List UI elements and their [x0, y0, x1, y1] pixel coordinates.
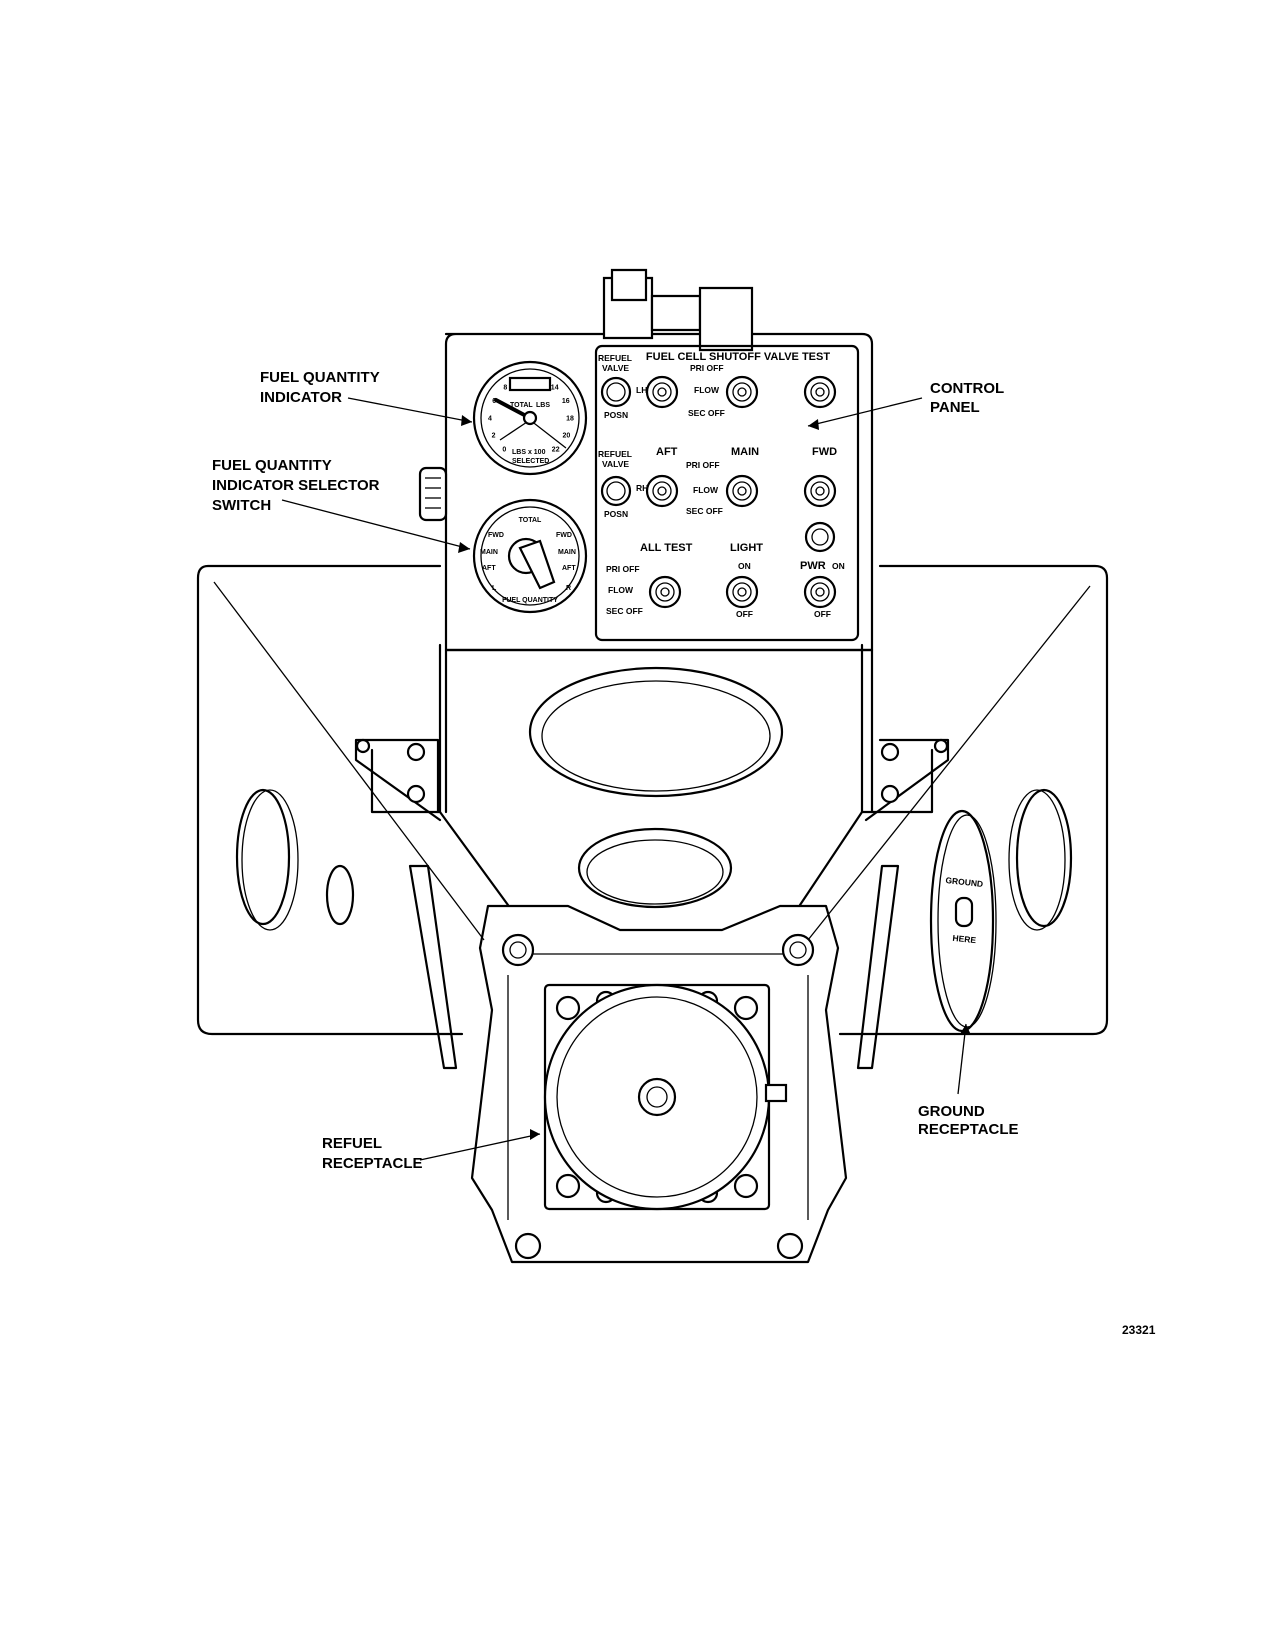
indicator-light [804, 521, 836, 553]
gauge-scale-label: 2 [492, 433, 496, 440]
callout-fuel-quantity-indicator-1: FUEL QUANTITY [260, 369, 380, 386]
rh-label: RH [636, 483, 648, 493]
pwr-label: PWR [800, 560, 826, 572]
panel-header: FUEL CELL SHUTOFF VALVE TEST [646, 351, 830, 363]
callout-ground-receptacle-2: RECEPTACLE [918, 1121, 1019, 1138]
callout-control-panel-2: PANEL [930, 399, 980, 416]
refuel-valve-posn-rh-light [600, 475, 632, 507]
selector-knob[interactable] [518, 539, 556, 590]
lh-flow-switch[interactable] [725, 375, 759, 409]
gauge-selected-label: SELECTED [512, 458, 549, 465]
gauge-units-label: LBS x 100 [512, 449, 546, 456]
refuel-valve-posn-lh-light [600, 376, 632, 408]
leader-lines [281, 397, 971, 1161]
pri-off-label-r3: PRI OFF [606, 564, 640, 574]
callout-refuel-receptacle-1: REFUEL [322, 1135, 382, 1152]
ground-receptacle: GROUND HERE [929, 809, 997, 1033]
refuel-valve-label-rh-2: VALVE [602, 459, 629, 469]
gauge-scale-label: 20 [563, 433, 571, 440]
posn-label-lh: POSN [604, 410, 628, 420]
fwd-label: FWD [812, 446, 837, 458]
refuel-valve-label-rh-1: REFUEL [598, 449, 632, 459]
control-panel: FUEL CELL SHUTOFF VALVE TEST REFUEL VALV… [594, 344, 860, 642]
side-rails [408, 864, 900, 1070]
lh-label: LH [636, 385, 647, 395]
selector-total-label: TOTAL [519, 517, 542, 524]
gauge-scale-label: 16 [562, 398, 570, 405]
gauge-scale-label: 14 [551, 385, 559, 392]
bracket-outline [354, 643, 950, 907]
callout-refuel-receptacle-2: RECEPTACLE [322, 1155, 423, 1172]
pwr-switch[interactable] [803, 575, 837, 609]
callout-labels: FUEL QUANTITY INDICATOR FUEL QUANTITY IN… [212, 369, 1156, 1337]
flow-label-r2: FLOW [693, 485, 719, 495]
callout-selector-switch-1: FUEL QUANTITY [212, 457, 332, 474]
pwr-on-label: ON [832, 561, 845, 571]
callout-ground-receptacle-1: GROUND [918, 1103, 985, 1120]
refuel-receptacle [543, 983, 788, 1211]
aft-switch[interactable] [645, 474, 679, 508]
fwd-upper-switch[interactable] [803, 375, 837, 409]
sec-off-label-r1: SEC OFF [688, 408, 725, 418]
flow-label-r3: FLOW [608, 585, 634, 595]
callout-control-panel-1: CONTROL [930, 380, 1004, 397]
selector-main-left-label: MAIN [480, 549, 498, 556]
gauge-scale-label: 6 [492, 398, 496, 405]
refuel-receptacle-mount [470, 904, 848, 1264]
fwd-switch[interactable] [803, 474, 837, 508]
gauge-scale-label: 8 [503, 385, 507, 392]
callout-fuel-quantity-indicator-2: INDICATOR [260, 389, 342, 406]
light-off-label: OFF [736, 609, 753, 619]
gauge-lbs-label: LBS [536, 402, 550, 409]
selector-r-label: R [566, 585, 571, 592]
fuel-quantity-selector-switch[interactable]: TOTAL FWD FWD MAIN MAIN AFT AFT L R FUEL… [472, 498, 588, 614]
sec-off-label-r3: SEC OFF [606, 606, 643, 616]
side-openings [235, 788, 1073, 931]
gauge-scale-label: 18 [566, 415, 574, 422]
light-on-label: ON [738, 561, 751, 571]
gauge-scale-label: 0 [502, 447, 506, 454]
selector-l-label: L [492, 585, 497, 592]
posn-label-rh: POSN [604, 509, 628, 519]
selector-main-right-label: MAIN [558, 549, 576, 556]
light-switch[interactable] [725, 575, 759, 609]
light-label: LIGHT [730, 542, 763, 554]
ground-plate-label-1: GROUND [945, 875, 984, 889]
ground-plate-label-2: HERE [952, 933, 977, 945]
sec-off-label-r2: SEC OFF [686, 506, 723, 516]
flow-label-r1: FLOW [694, 385, 720, 395]
pri-off-label-r2: PRI OFF [686, 460, 720, 470]
toggle-switches [600, 375, 837, 609]
pwr-off-label: OFF [814, 609, 831, 619]
all-test-switch[interactable] [648, 575, 682, 609]
pri-off-label-r1: PRI OFF [690, 363, 724, 373]
aft-label: AFT [656, 446, 678, 458]
refuel-valve-label-lh-2: VALVE [602, 363, 629, 373]
lh-test-switch[interactable] [645, 375, 679, 409]
instrument-housing [418, 268, 874, 814]
gauge-scale-label: 4 [488, 415, 492, 422]
gauge-scale-label: 22 [552, 447, 560, 454]
callout-selector-switch-3: SWITCH [212, 497, 271, 514]
callout-selector-switch-2: INDICATOR SELECTOR [212, 477, 380, 494]
selector-aft-left-label: AFT [482, 565, 496, 572]
main-label: MAIN [731, 446, 759, 458]
selector-fwd-left-label: FWD [488, 532, 504, 539]
refuel-valve-label-lh-1: REFUEL [598, 353, 632, 363]
fuel-quantity-indicator: 0246810121416182022 LBS TOTAL LBS x 100 … [472, 360, 588, 476]
main-switch[interactable] [725, 474, 759, 508]
selector-aft-right-label: AFT [562, 565, 576, 572]
all-test-label: ALL TEST [640, 542, 693, 554]
selector-fwd-right-label: FWD [556, 532, 572, 539]
gauge-total-label: TOTAL [510, 402, 533, 409]
selector-title-label: FUEL QUANTITY [502, 597, 558, 604]
figure-number: 23321 [1122, 1323, 1156, 1337]
center-openings [528, 666, 784, 909]
backing-plate [196, 564, 1109, 1036]
